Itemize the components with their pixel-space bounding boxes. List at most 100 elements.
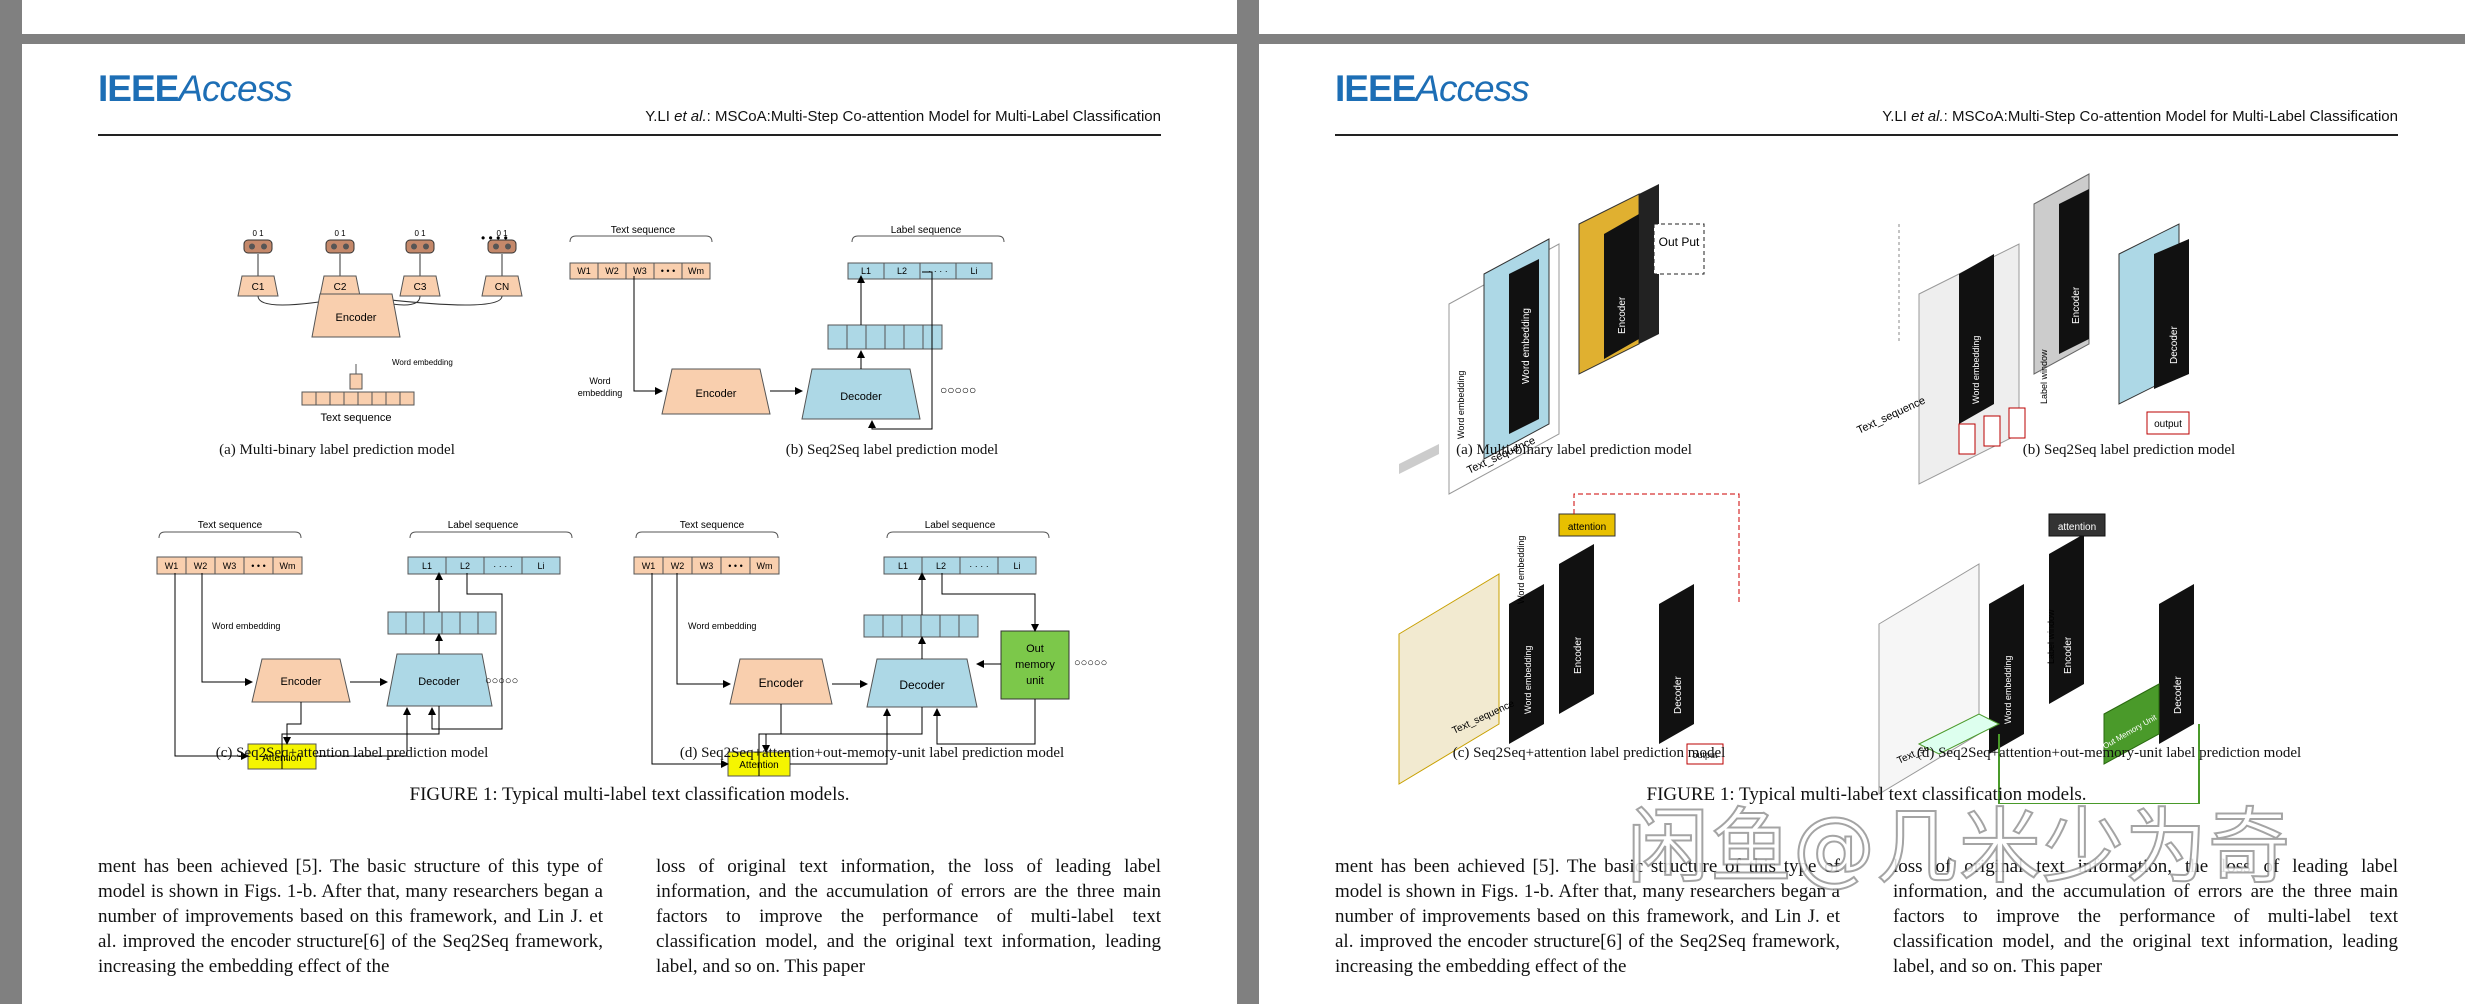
figure-caption: FIGURE 1: Typical multi-label text class… [1646,784,2087,805]
label-token-label: · · · · [493,561,513,571]
hidden-state-cell [387,611,407,635]
svg-text:Decoder: Decoder [2169,326,2180,364]
hidden-state-cell [863,614,884,638]
label-token-label: L2 [897,266,907,276]
svg-text:output: output [2154,419,2182,430]
svg-text:○○○○○: ○○○○○ [1074,657,1107,669]
word-token-label: Wm [757,561,773,571]
word-token-label: W1 [165,561,179,571]
hidden-state-cell [903,324,924,350]
hidden-state-cell [441,611,461,635]
svg-text:Encoder: Encoder [2071,286,2082,324]
binary-output [487,239,517,254]
figure-caption: FIGURE 1: Typical multi-label text class… [409,784,850,805]
subcaption-d: (d) Seq2Seq+attention+out-memory-unit la… [1916,745,2302,761]
svg-text:attention: attention [1568,522,1606,533]
subcaption-b: (b) Seq2Seq label prediction model [2022,442,2236,458]
word-token-label: W2 [605,266,619,276]
label-token [521,556,561,575]
sequence-cell [385,391,401,406]
word-token-label: • • • [661,266,675,276]
hidden-state-cell [459,611,479,635]
hidden-state-cell [882,614,903,638]
sequence-cell [301,391,317,406]
binary-label: 0 1 [496,229,508,238]
running-title: Y.LI et al.: MSCoA:Multi-Step Co-attenti… [645,108,1161,125]
class-node [399,275,441,297]
left-page: IEEEAccess Y.LI et al.: MSCoA:Multi-Step… [22,44,1237,1004]
class-node-label: C3 [414,282,427,293]
word-token-label: Wm [280,561,296,571]
label-token-label: Li [537,561,544,571]
svg-text:Label window: Label window [2046,609,2056,664]
svg-text:Word embedding: Word embedding [688,621,756,631]
svg-text:Word embedding: Word embedding [1971,336,1981,404]
binary-dot [423,243,429,250]
svg-text:Out: Out [1026,643,1044,655]
svg-text:Encoder: Encoder [1617,296,1628,334]
body-column-1: ment has been achieved [5]. The basic st… [1335,856,1840,977]
binary-label: 0 1 [414,229,426,238]
svg-text:unit: unit [1026,675,1044,687]
binary-output [405,239,435,254]
render-d: Word embedding Encoder attention Decoder… [1878,513,2200,804]
word-token-label: W3 [633,266,647,276]
subcaption-c: (c) Seq2Seq+attention label prediction m… [1452,745,1726,761]
class-node-label: C1 [252,282,265,293]
label-token-label: L1 [898,561,908,571]
binary-dot [411,243,417,250]
binary-output [325,239,355,254]
hidden-state-cell [865,324,886,350]
encoder-box [311,293,401,338]
subcaption-a: (a) Multi-binary label prediction model [219,442,455,458]
label-token-label: L2 [936,561,946,571]
previous-page-left-bottom [22,0,1237,34]
render-c: Word embedding Encoder attention Decoder… [1398,493,1740,785]
sequence-cell [343,391,359,406]
svg-text:embedding: embedding [578,388,623,398]
out-memory-unit-box [1000,630,1070,700]
svg-text:memory: memory [1015,659,1055,671]
subcaption-d: (d) Seq2Seq+attention+out-memory-unit la… [679,745,1065,761]
class-node [237,275,279,297]
svg-text:Word embedding: Word embedding [1523,646,1533,714]
svg-text:Decoder: Decoder [2173,676,2184,714]
subcaption-b: (b) Seq2Seq label prediction model [785,442,999,458]
binary-label: 0 1 [252,229,264,238]
svg-text:Word embedding: Word embedding [2003,656,2013,724]
binary-label: 0 1 [334,229,346,238]
svg-text:Word embedding: Word embedding [212,621,280,631]
hidden-state-cell [958,614,979,638]
svg-text:Encoder: Encoder [336,312,377,324]
svg-text:Out Put: Out Put [1659,235,1700,249]
hidden-state-cell [846,324,867,350]
svg-text:Text_sequence: Text_sequence [1855,395,1927,437]
binary-dot [505,243,511,250]
previous-page-right-bottom [1259,0,2465,34]
hidden-state-cell [827,324,848,350]
svg-text:Encoder: Encoder [696,388,737,400]
header-rule [98,134,1161,136]
word-token-label: W3 [700,561,714,571]
svg-text:Text sequence: Text sequence [198,520,263,531]
svg-text:Label sequence: Label sequence [891,225,962,236]
body-column-2: loss of original text information, the l… [656,856,1161,977]
word-token [749,556,780,575]
svg-text:Word embedding: Word embedding [392,358,453,367]
svg-text:attention: attention [2058,522,2096,533]
svg-text:Word embedding: Word embedding [1456,371,1466,439]
class-node-label: CN [495,282,509,293]
diagram-a: 0 1 0 1 0 1 0 1 C1 C2 C3 CN Encoder Word embed… [237,229,523,424]
figure-1-diagrams: 0 1 0 1 0 1 0 1 C1 C2 C3 CN Encoder Word embed… [156,225,1107,777]
svg-text:Decoder: Decoder [418,676,460,688]
word-token-label: W2 [194,561,208,571]
label-token-label: L2 [460,561,470,571]
svg-text:○○○○○: ○○○○○ [485,675,518,687]
sequence-cell [357,391,373,406]
right-page: IEEEAccess Y.LI et al.: MSCoA:Multi-Step… [1259,44,2465,1004]
class-node-label: C2 [334,282,347,293]
binary-output [243,239,273,254]
